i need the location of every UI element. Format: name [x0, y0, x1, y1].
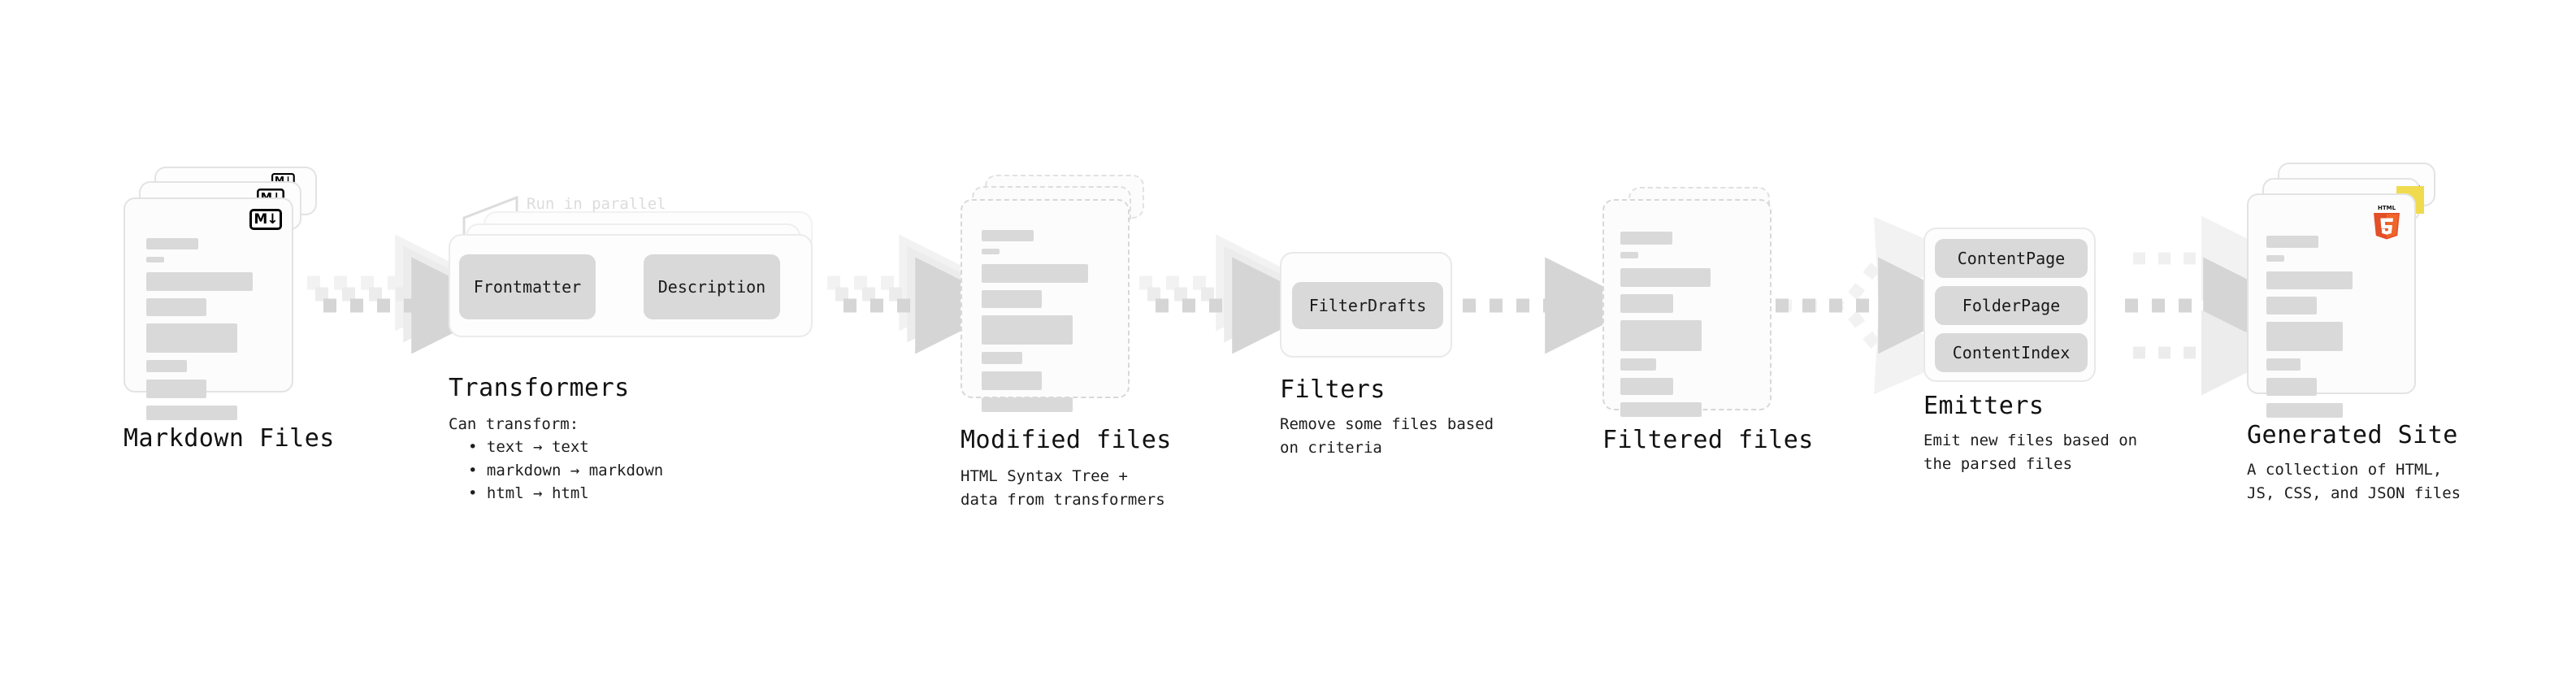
markdown-logo-front: M↓ — [249, 209, 282, 230]
emitter-pill-contentpage[interactable]: ContentPage — [1935, 239, 2088, 278]
html5-logo: HTML — [2370, 203, 2403, 241]
transformers-caption: Can transform: — [449, 415, 579, 433]
content-bar — [1620, 294, 1673, 313]
transformer-pill-frontmatter[interactable]: Frontmatter — [459, 254, 596, 319]
content-bar — [2266, 358, 2301, 371]
modified-card-content — [982, 230, 1112, 419]
emitters-title: Emitters — [1923, 392, 2045, 420]
markdown-logo-text-front: M↓ — [254, 210, 278, 228]
transformers-bullet-list: • text → text • markdown → markdown • ht… — [455, 436, 663, 505]
transformers-bullet: • text → text — [468, 438, 589, 456]
transformer-box-front: Frontmatter Description — [449, 234, 813, 337]
content-bar — [982, 264, 1088, 283]
content-bar — [982, 290, 1042, 308]
emitter-pill-label: ContentPage — [1957, 249, 2066, 268]
transformers-bullet: • markdown → markdown — [468, 461, 664, 479]
emitters-box: ContentPage FolderPage ContentIndex — [1923, 228, 2096, 382]
connector-modified-to-filters — [1139, 234, 1329, 354]
filtered-card-content — [1620, 232, 1754, 424]
content-bar — [146, 298, 206, 316]
content-bar — [146, 380, 206, 398]
filtered-files-title: Filtered files — [1602, 426, 1814, 454]
content-bar — [2266, 297, 2317, 314]
content-bar — [982, 315, 1073, 345]
content-bar — [1620, 252, 1638, 258]
content-bar — [146, 272, 253, 291]
content-bar — [1620, 358, 1656, 371]
content-bar — [982, 397, 1073, 412]
generated-site-caption: A collection of HTML, JS, CSS, and JSON … — [2247, 461, 2461, 502]
content-bar — [1620, 402, 1702, 417]
content-bar — [146, 360, 187, 372]
markdown-card-content — [146, 238, 275, 427]
generated-card-front: HTML — [2247, 193, 2416, 418]
content-bar — [1620, 268, 1711, 287]
filtered-card-front — [1602, 199, 1772, 417]
transformers-title: Transformers — [449, 374, 630, 402]
run-in-parallel-label: Run in parallel — [527, 195, 666, 213]
filters-title: Filters — [1280, 375, 1386, 404]
generated-site-title: Generated Site — [2247, 421, 2458, 449]
svg-text:HTML: HTML — [2378, 205, 2396, 211]
html5-logo-svg: HTML — [2374, 205, 2400, 240]
connector-transformers-to-modified — [827, 234, 1013, 354]
content-bar — [2266, 255, 2284, 262]
content-bar — [1620, 320, 1702, 351]
transformers-bullet-label: html → html — [486, 484, 589, 502]
content-bar — [982, 249, 1000, 254]
modified-files-title: Modified files — [961, 426, 1172, 454]
filters-box: FilterDrafts — [1280, 252, 1452, 358]
content-bar — [146, 238, 198, 249]
content-bar — [2266, 322, 2343, 351]
filter-pill-filterdrafts[interactable]: FilterDrafts — [1292, 282, 1443, 329]
content-bar — [146, 257, 164, 262]
generated-card-content — [2266, 236, 2398, 425]
content-bar — [982, 371, 1042, 390]
content-bar — [2266, 236, 2318, 248]
content-bar — [146, 406, 237, 420]
content-bar — [2266, 403, 2343, 418]
connector-emitters-to-site — [2125, 215, 2301, 396]
transformers-bullet: • html → html — [468, 484, 589, 502]
transformers-bullet-label: markdown → markdown — [486, 461, 664, 479]
content-bar — [1620, 378, 1673, 395]
transformer-pill-label: Frontmatter — [473, 277, 582, 297]
content-bar — [146, 323, 237, 353]
content-bar — [982, 352, 1022, 364]
emitter-pill-folderpage[interactable]: FolderPage — [1935, 286, 2088, 325]
content-bar — [2266, 378, 2317, 396]
markdown-card-front: M↓ — [124, 197, 293, 420]
modified-card-front — [961, 199, 1130, 412]
connector-markdown-to-transformers — [307, 234, 509, 354]
emitter-pill-label: FolderPage — [1962, 296, 2061, 315]
transformers-bullet-label: text → text — [486, 438, 589, 456]
filter-pill-label: FilterDrafts — [1308, 296, 1427, 315]
content-bar — [1620, 232, 1672, 245]
content-bar — [2266, 271, 2353, 289]
transformer-pill-label: Description — [657, 277, 766, 297]
emitters-caption: Emit new files based on the parsed files — [1923, 432, 2138, 473]
modified-files-caption: HTML Syntax Tree + data from transformer… — [961, 467, 1165, 509]
content-bar — [982, 230, 1034, 241]
filters-caption: Remove some files based on criteria — [1280, 415, 1494, 457]
transformer-pill-description[interactable]: Description — [644, 254, 780, 319]
markdown-files-title: Markdown Files — [124, 424, 335, 453]
connector-filtered-to-emitters — [1776, 216, 1975, 395]
emitter-pill-label: ContentIndex — [1952, 343, 2071, 362]
emitter-pill-contentindex[interactable]: ContentIndex — [1935, 333, 2088, 372]
